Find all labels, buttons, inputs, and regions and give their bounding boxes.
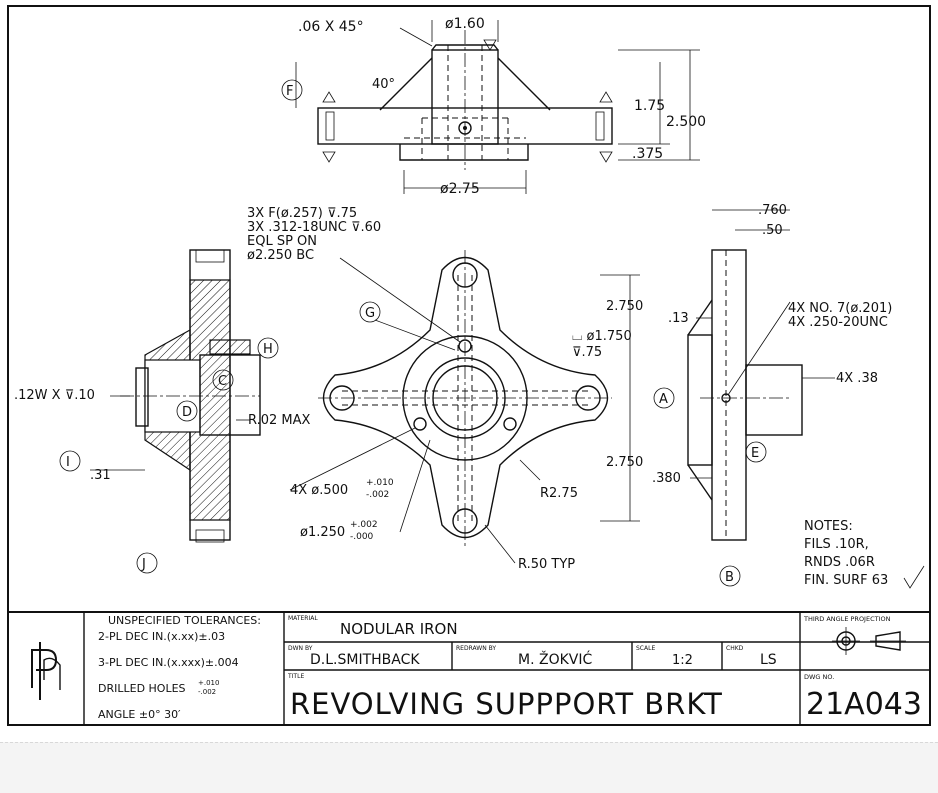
company-logo [31,642,61,700]
tol-drill: DRILLED HOLES [98,682,186,695]
notes-title: NOTES: [804,519,853,534]
title-label: TITLE [287,673,304,680]
dwg-label: DWG NO. [804,673,834,681]
note-line-1: 3X F(ø.257) ⊽.75 [247,206,357,221]
scale-label: SCALE [636,645,655,652]
dim-31-label: .31 [90,468,111,483]
dim-13-label: .13 [668,311,689,326]
left-section-view: .12W X ⊽.10 .31 R.02 MAX C D H I J [14,249,310,574]
holes4x-tol-up: +.010 [366,478,394,488]
tol-drill-dn: -.002 [198,688,216,696]
hub-dia-label: ø1.60 [445,16,485,32]
r275-label: R2.75 [540,486,578,501]
note-line-3: EQL SP ON [247,234,317,249]
scale-value: 1:2 [672,653,693,668]
chkd-value: LS [760,652,777,668]
chkd-label: CHKD [726,645,744,652]
title-block: UNSPECIFIED TOLERANCES: 2-PL DEC IN.(x.x… [8,611,930,725]
note-4x-38: 4X .38 [836,371,878,386]
bore-label: ø1.250 [300,525,345,540]
surface-finish-symbol [903,565,925,589]
tol-angle: ANGLE ±0° 30′ [98,708,181,721]
dim-2750-top: 2.750 [606,299,643,314]
redrawn-label: REDRAWN BY [456,645,496,652]
projection-symbol [832,627,906,655]
bore-tol-up: +.002 [350,520,378,530]
material-value: NODULAR IRON [340,620,458,638]
sheet-border [7,5,931,726]
bubble-a: A [659,392,668,407]
tol-header: UNSPECIFIED TOLERANCES: [108,614,261,627]
bubble-b: B [725,570,734,585]
bubble-g: G [365,306,375,321]
notes-block: NOTES: FILS .10R, RNDS .06R FIN. SURF 63 [804,519,925,589]
height-2500-label: 2.500 [666,114,706,130]
cbore-label: ⌴ ø1.750 [572,329,632,344]
angle-label: 40° [372,77,395,92]
drawing-title: REVOLVING SUPPPORT BRKT [290,687,723,721]
tol-drill-up: +.010 [198,679,219,687]
note-line-4: ø2.250 BC [247,248,314,263]
note-line-2: 3X .312-18UNC ⊽.60 [247,220,381,235]
radius-note-label: R.02 MAX [248,413,310,428]
bubble-f: F [286,84,293,99]
bubble-h: H [263,342,273,357]
bubble-c: C [218,374,227,389]
right-side-view: .760 .50 .13 .380 4X NO. 7(ø.201) 4X .25… [652,203,892,587]
front-view: 3X F(ø.257) ⊽.75 3X .312-18UNC ⊽.60 EQL … [247,206,643,572]
footer-bar [0,742,938,793]
notes-line-3: FIN. SURF 63 [804,573,888,588]
groove-label: .12W X ⊽.10 [14,388,95,403]
dim-2750-bot: 2.750 [606,455,643,470]
dwg-number: 21A043 [806,687,922,722]
height-175-label: 1.75 [634,98,665,114]
cbore-depth-label: ⊽.75 [572,345,602,360]
bubble-e: E [751,446,759,461]
notes-line-1: FILS .10R, [804,537,869,552]
bubble-d: D [182,405,192,420]
top-view: .06 X 45° ø1.60 40° 1.75 2.500 .375 ø2.7… [281,16,706,197]
material-label: MATERIAL [288,615,318,622]
bubble-i: I [66,455,70,470]
redrawn-value: M. ŽOKVIĆ [518,650,592,668]
note-4x-b: 4X .250-20UNC [788,315,888,330]
r50-label: R.50 TYP [518,557,575,572]
dim-760-label: .760 [758,203,787,218]
base-dia-label: ø2.75 [440,181,480,197]
notes-line-2: RNDS .06R [804,555,875,570]
note-4x-a: 4X NO. 7(ø.201) [788,301,892,316]
projection-label: THIRD ANGLE PROJECTION [803,615,891,623]
dwn-label: DWN BY [288,645,313,652]
dim-380-label: .380 [652,471,681,486]
dwn-value: D.L.SMITHBACK [310,652,420,668]
holes4x-label: 4X ø.500 [290,483,348,498]
bubble-j: J [141,557,146,572]
bore-tol-dn: -.000 [350,532,374,542]
chamfer-label: .06 X 45° [298,19,364,35]
dim-50-label: .50 [762,223,783,238]
holes4x-tol-dn: -.002 [366,490,389,500]
height-375-label: .375 [632,146,663,162]
tol-3pl: 3-PL DEC IN.(x.xxx)±.004 [98,656,239,669]
tol-2pl: 2-PL DEC IN.(x.xx)±.03 [98,630,225,643]
